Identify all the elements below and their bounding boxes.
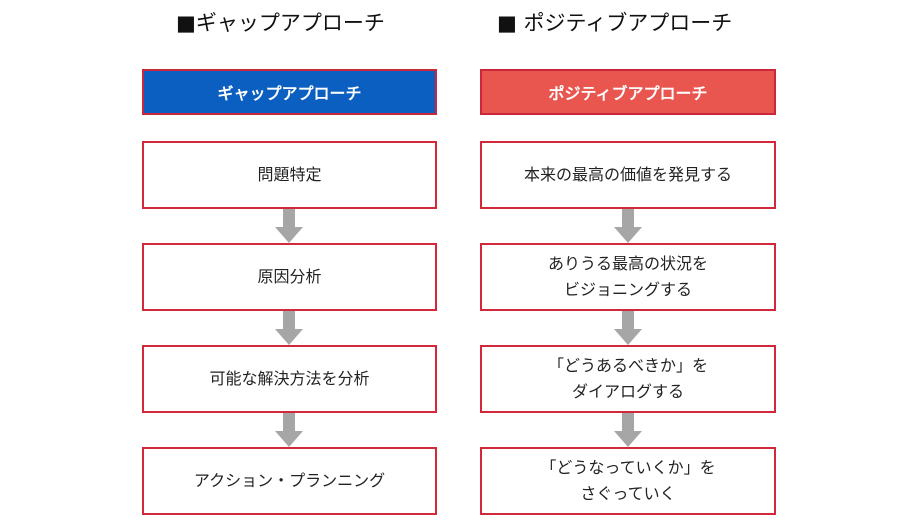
left-step-4-text: アクション・プランニング (193, 471, 386, 490)
down-arrow-icon (275, 413, 303, 447)
down-arrow-icon (614, 413, 642, 447)
down-arrow-icon (275, 311, 303, 345)
down-arrow-icon (614, 311, 642, 345)
right-step-1-text: 本来の最高の価値を発見する (523, 165, 732, 184)
right-step-1: 本来の最高の価値を発見する (480, 141, 776, 209)
left-step-4: アクション・プランニング (142, 447, 437, 515)
right-step-3: 「どうあるべきか」を ダイアログする (480, 345, 776, 413)
gap-approach-header: ギャップアプローチ (142, 69, 437, 115)
left-step-2-text: 原因分析 (257, 267, 322, 286)
right-step-4-text: 「どうなっていくか」を さぐっていく (540, 458, 716, 503)
left-column-title: ■ギャップアプローチ (176, 11, 385, 35)
left-step-1-text: 問題特定 (257, 165, 322, 184)
down-arrow-icon (614, 209, 642, 243)
left-step-1: 問題特定 (142, 141, 437, 209)
right-step-2: ありうる最高の状況を ビジョニングする (480, 243, 776, 311)
right-step-3-text: 「どうあるべきか」を ダイアログする (547, 356, 708, 401)
positive-approach-header: ポジティブアプローチ (480, 69, 776, 115)
right-column-title: ■ ポジティブアプローチ (497, 11, 733, 35)
left-step-2: 原因分析 (142, 243, 437, 311)
right-step-2-text: ありうる最高の状況を ビジョニングする (547, 254, 708, 299)
left-step-3-text: 可能な解決方法を分析 (209, 369, 370, 388)
left-step-3: 可能な解決方法を分析 (142, 345, 437, 413)
down-arrow-icon (275, 209, 303, 243)
right-step-4: 「どうなっていくか」を さぐっていく (480, 447, 776, 515)
